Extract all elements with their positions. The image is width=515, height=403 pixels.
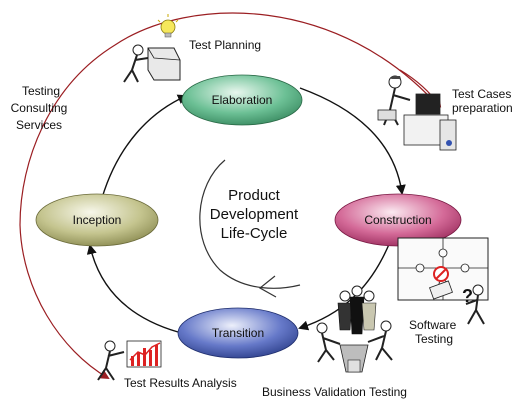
puzzle-person-icon: ? bbox=[397, 237, 489, 325]
svg-text:?: ? bbox=[462, 286, 473, 306]
phase-elaboration-label: Elaboration bbox=[212, 93, 273, 107]
chart-person-icon bbox=[97, 340, 162, 381]
phase-transition bbox=[177, 307, 299, 359]
test-planning-label: Test Planning bbox=[189, 38, 262, 52]
outer-consulting-arc bbox=[19, 12, 441, 380]
consulting-label-line3: Services bbox=[15, 118, 62, 132]
test-cases-label-line2: preparation bbox=[452, 101, 513, 115]
business-group-icon bbox=[316, 285, 393, 373]
phase-inception-label: Inception bbox=[73, 213, 122, 227]
center-title-line1: Product bbox=[228, 187, 280, 204]
test-results-label: Test Results Analysis bbox=[124, 376, 237, 390]
lightbulb-person-icon bbox=[123, 14, 181, 83]
phase-elaboration bbox=[181, 74, 303, 126]
software-testing-label-line2: Testing bbox=[415, 332, 454, 346]
phase-transition-label: Transition bbox=[212, 326, 264, 340]
cycle-arc-ince-to-elab bbox=[101, 94, 188, 199]
test-cases-label-line1: Test Cases bbox=[452, 87, 512, 101]
center-title-line2: Development bbox=[209, 206, 299, 223]
center-title-line3: Life-Cycle bbox=[220, 225, 288, 242]
software-testing-label-line1: Software bbox=[409, 318, 457, 332]
consulting-label-line2: Consulting bbox=[10, 101, 68, 115]
consulting-label-line1: Testing bbox=[22, 84, 61, 98]
phase-inception bbox=[35, 193, 159, 247]
computer-desk-person-icon bbox=[377, 75, 457, 151]
business-validation-label: Business Validation Testing bbox=[262, 385, 407, 399]
center-title: Product Development Life-Cycle bbox=[196, 186, 312, 243]
center-cycle-arrow bbox=[199, 159, 301, 289]
cycle-arc-tran-to-ince bbox=[86, 244, 179, 333]
cycle-arc-elab-to-cons bbox=[299, 87, 406, 195]
center-arrow-head-icon bbox=[258, 275, 277, 298]
phase-construction-label: Construction bbox=[364, 213, 431, 227]
